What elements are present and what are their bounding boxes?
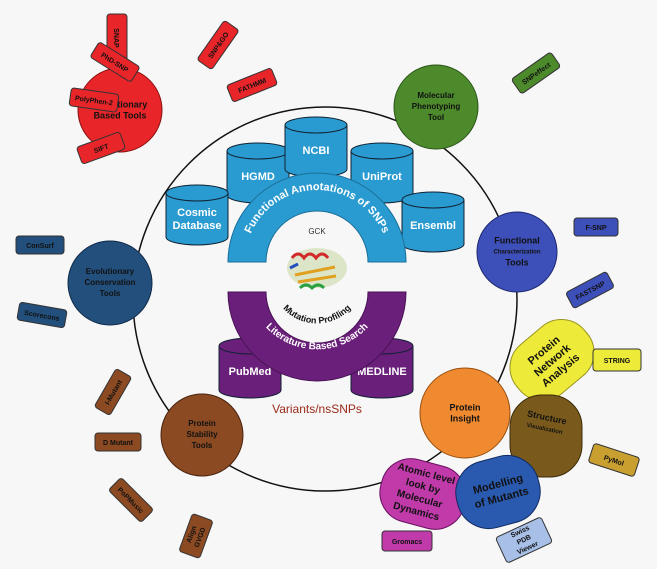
tool-box-evolutionary[interactable]: FATHMM xyxy=(226,68,278,103)
protein-insight-node xyxy=(419,367,511,459)
tool-box-stability[interactable]: PoPMusic xyxy=(108,477,153,522)
node-label: Tool xyxy=(428,113,444,122)
ncbi-database-cylinder: NCBI xyxy=(284,116,348,178)
node-label: Molecular xyxy=(417,91,454,100)
node-label: Insight xyxy=(450,413,480,423)
node-label: Protein xyxy=(188,419,216,428)
hgmd-database-cylinder: HGMD xyxy=(226,142,290,204)
tool-box-evolutionary[interactable]: PolyPhen-2 xyxy=(68,87,120,113)
functional-characterization-node xyxy=(476,211,558,293)
tool-box-dynamics[interactable]: Gromacs xyxy=(381,530,433,552)
node-label: Characterization xyxy=(493,250,540,256)
variants-caption: Variants/nsSNPs xyxy=(272,402,362,416)
node-label: Evolutionary xyxy=(86,267,135,276)
tool-label: D Mutant xyxy=(103,440,134,447)
database-label: NCBI xyxy=(303,145,330,157)
node-label: Protein xyxy=(449,402,480,412)
node-label: Tools xyxy=(505,257,528,267)
node-label: Functional xyxy=(494,235,540,245)
database-label: UniProt xyxy=(362,171,402,183)
ensembl-database-cylinder: Ensembl xyxy=(401,191,465,253)
tool-box-phenotyping[interactable]: SNPeffect xyxy=(511,52,561,94)
tool-box-stability[interactable]: D Mutant xyxy=(94,432,142,452)
node-label: Stability xyxy=(186,430,218,439)
database-label: HGMD xyxy=(241,171,275,183)
database-label: Ensembl xyxy=(410,220,456,232)
molecular-phenotyping-node xyxy=(393,64,479,150)
tool-label: F-SNP xyxy=(586,225,607,232)
database-label: PubMed xyxy=(229,366,272,378)
modelling-mutants-node xyxy=(455,454,541,530)
tool-label: ConSurf xyxy=(26,243,54,250)
node-label: Conservation xyxy=(84,278,135,287)
tool-label: STRING xyxy=(604,358,631,365)
node-label: Based Tools xyxy=(94,110,147,120)
literature-search-arch xyxy=(227,291,407,382)
protein-stability-node xyxy=(160,393,244,477)
structure-visualization-node xyxy=(509,394,583,478)
tool-box-functional[interactable]: F-SNP xyxy=(573,217,619,237)
protein-structure-icon xyxy=(287,248,347,291)
tool-label: SNAP xyxy=(112,28,119,48)
database-label: Cosmic xyxy=(177,207,217,219)
tool-box-evolutionary[interactable]: SNP&GO xyxy=(197,20,239,70)
node-label: Phenotyping xyxy=(412,102,461,111)
node-label: Evolutionary xyxy=(93,99,148,109)
protein-network-node xyxy=(509,318,595,402)
tool-box-structure[interactable]: PyMol xyxy=(588,443,640,477)
node-label: Tools xyxy=(192,441,213,450)
database-label: MEDLINE xyxy=(357,366,407,378)
node-label: Tools xyxy=(100,289,121,298)
tool-box-conservation[interactable]: ConSurf xyxy=(15,235,65,255)
tool-box-network[interactable]: STRING xyxy=(592,348,642,372)
functional-annotations-arch xyxy=(227,172,407,263)
database-label: Database xyxy=(173,220,222,232)
evolutionary-conservation-node xyxy=(67,240,153,326)
mutation-profiling-label: Mutation Profiling xyxy=(281,303,352,326)
tool-box-stability[interactable]: I-Mutant xyxy=(94,368,132,415)
tool-label: Gromacs xyxy=(392,539,422,546)
tool-box-evolutionary[interactable]: SIFT xyxy=(76,132,126,165)
gene-label: GCK xyxy=(308,227,326,236)
tool-box-functional[interactable]: FASTSNP xyxy=(565,271,614,309)
tool-box-conservation[interactable]: Scorecons xyxy=(16,301,68,329)
